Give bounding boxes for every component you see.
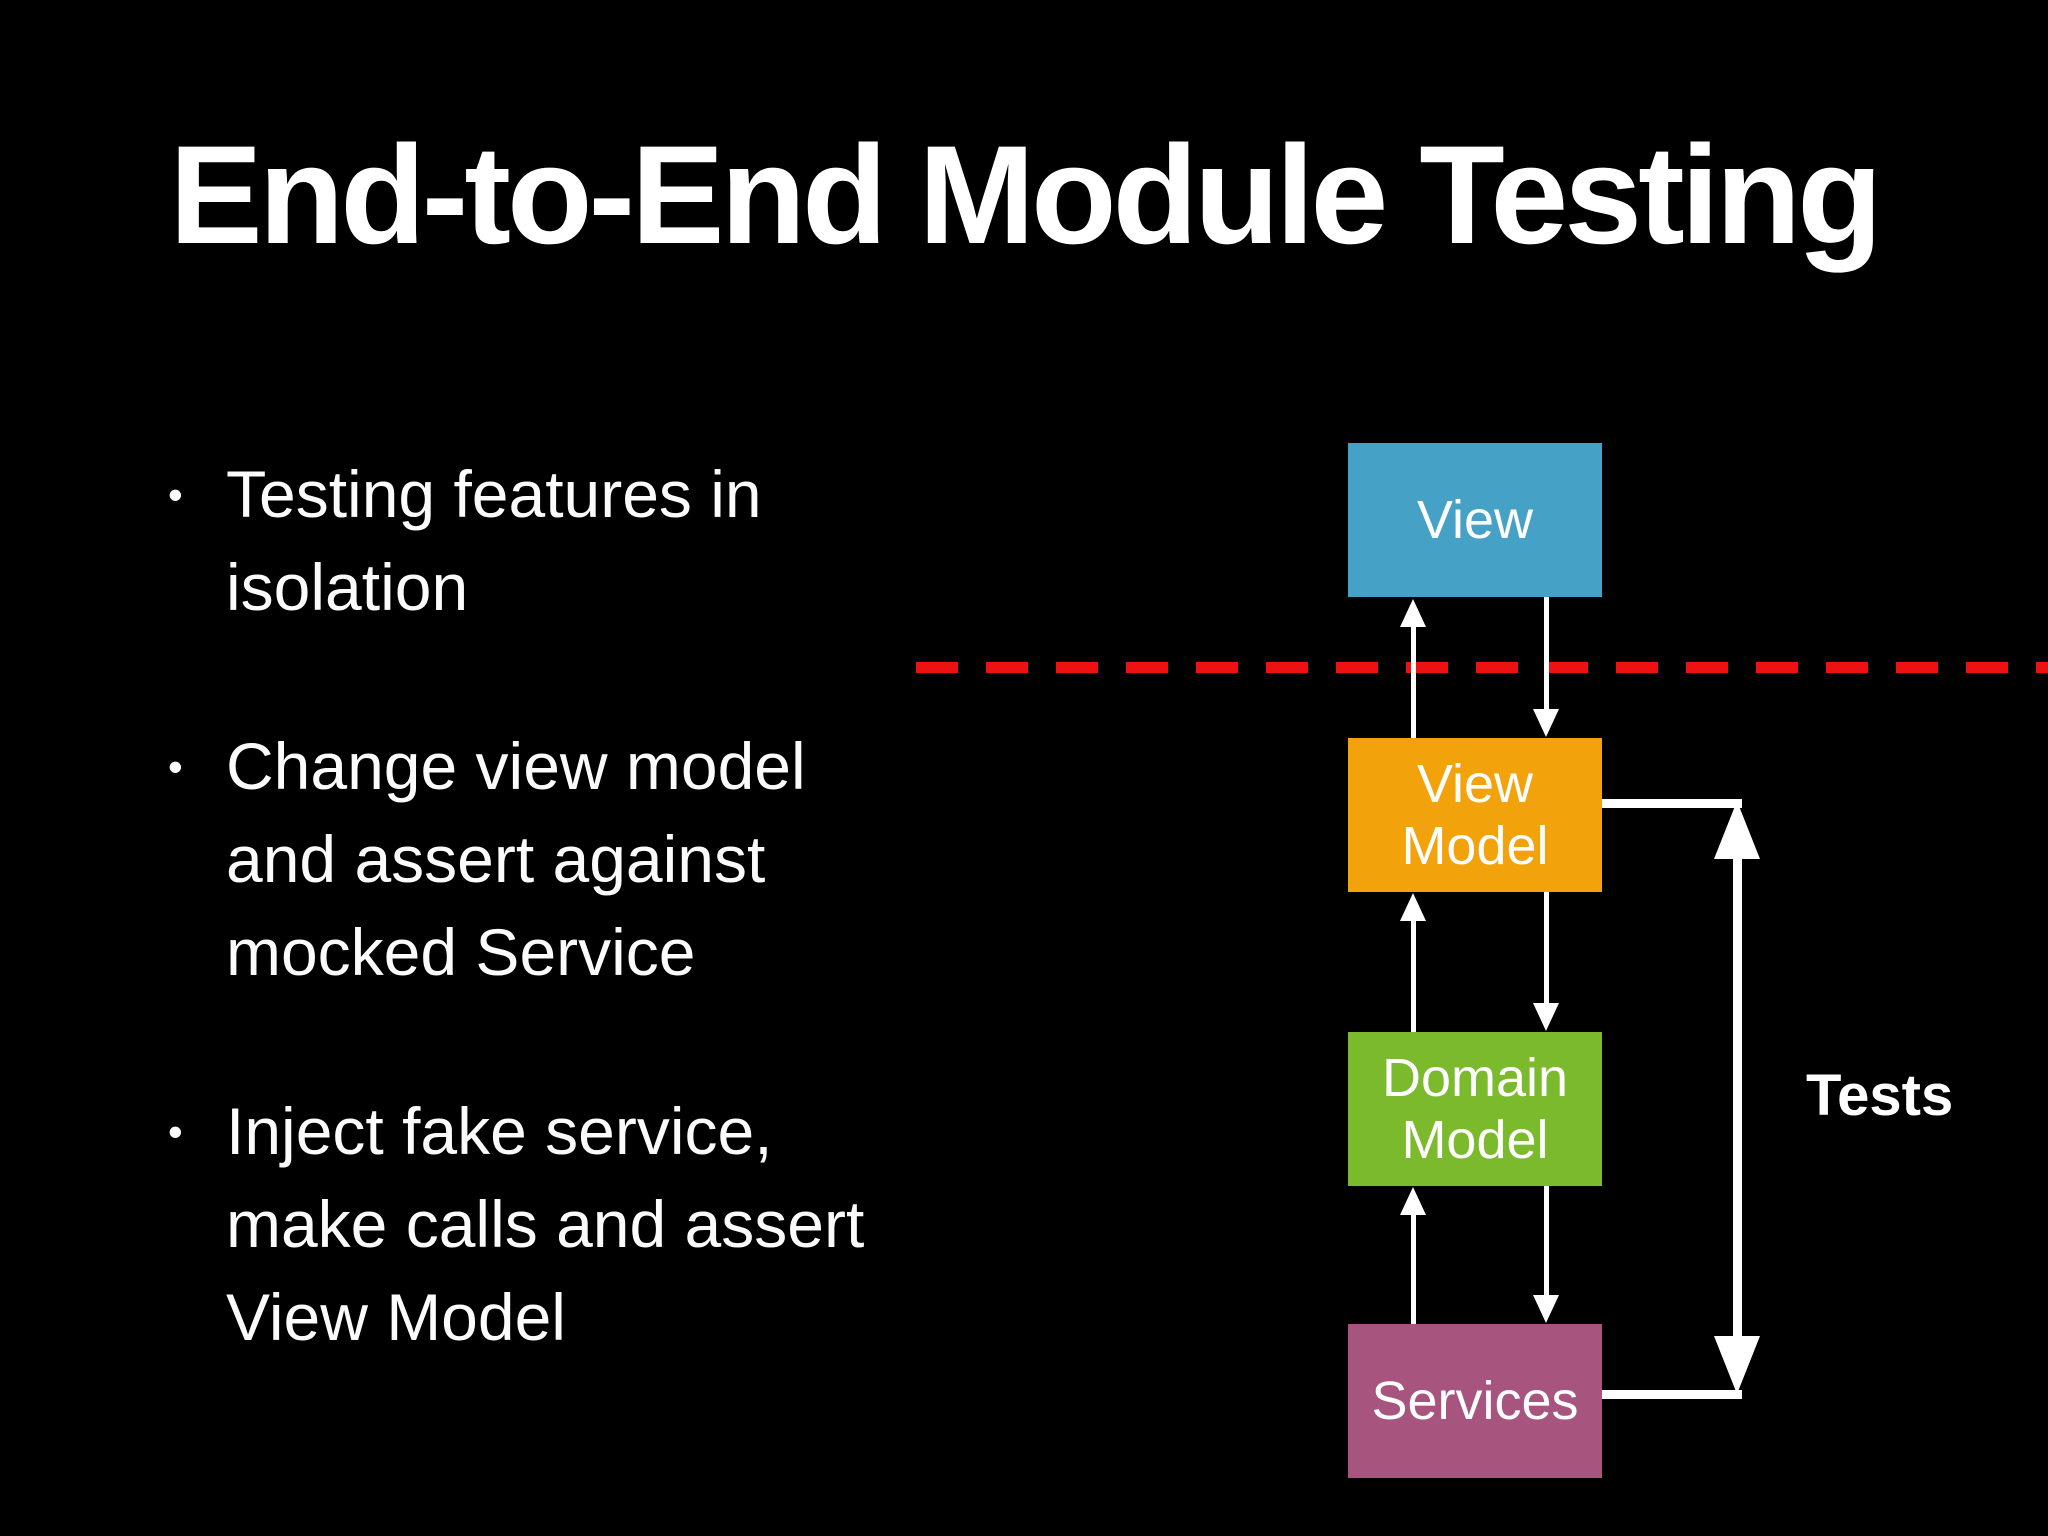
tests-connector-bottom <box>1602 1390 1742 1399</box>
arrowhead-up-icon <box>1400 599 1426 627</box>
tests-label: Tests <box>1806 1063 1954 1128</box>
arrow-line <box>1411 625 1416 738</box>
bullet-line: mocked Service <box>226 915 696 989</box>
arrowhead-down-icon <box>1533 709 1559 737</box>
arrowhead-up-icon <box>1714 801 1760 859</box>
list-item: • Testing features in isolation <box>168 448 928 634</box>
list-item: • Change view model and assert against m… <box>168 720 928 999</box>
tests-connector-vertical <box>1733 855 1742 1340</box>
bullet-line: Inject fake service, <box>226 1094 773 1168</box>
arrow-line <box>1544 597 1549 711</box>
layer-box-services: Services <box>1348 1324 1602 1478</box>
layer-box-view: View <box>1348 443 1602 597</box>
arrowhead-down-icon <box>1533 1003 1559 1031</box>
tests-connector-top <box>1602 799 1742 808</box>
bullet-line: Change view model <box>226 729 806 803</box>
arrowhead-up-icon <box>1400 1187 1426 1215</box>
bullet-icon: • <box>168 471 183 518</box>
list-item: • Inject fake service, make calls and as… <box>168 1085 928 1364</box>
bullet-icon: • <box>168 743 183 790</box>
bullet-line: View Model <box>226 1280 566 1354</box>
page-title: End-to-End Module Testing <box>169 116 1882 273</box>
arrow-line <box>1411 919 1416 1032</box>
bullet-text: Testing features in isolation <box>226 448 928 634</box>
layer-box-label: Domain Model <box>1381 1048 1569 1170</box>
arrow-line <box>1544 1186 1549 1296</box>
layer-box-domain-model: Domain Model <box>1348 1032 1602 1186</box>
bullet-text: Change view model and assert against moc… <box>226 720 928 999</box>
arrowhead-down-icon <box>1533 1295 1559 1323</box>
bullet-text: Inject fake service, make calls and asse… <box>226 1085 928 1364</box>
bullet-line: make calls and assert <box>226 1187 865 1261</box>
bullet-line: and assert against <box>226 822 766 896</box>
arrow-line <box>1544 892 1549 1005</box>
test-boundary-dashed-line <box>916 662 2048 673</box>
bullet-icon: • <box>168 1108 183 1155</box>
layer-box-label: Services <box>1371 1371 1579 1431</box>
arrowhead-down-icon <box>1714 1336 1760 1394</box>
arrow-line <box>1411 1213 1416 1324</box>
arrowhead-up-icon <box>1400 893 1426 921</box>
bullet-list: • Testing features in isolation • Change… <box>168 448 928 1364</box>
layer-box-view-model: View Model <box>1348 738 1602 892</box>
bullet-line: Testing features in <box>226 457 762 531</box>
bullet-line: isolation <box>226 550 469 624</box>
layer-box-label: View <box>1416 490 1534 550</box>
layer-box-label: View Model <box>1401 754 1549 876</box>
